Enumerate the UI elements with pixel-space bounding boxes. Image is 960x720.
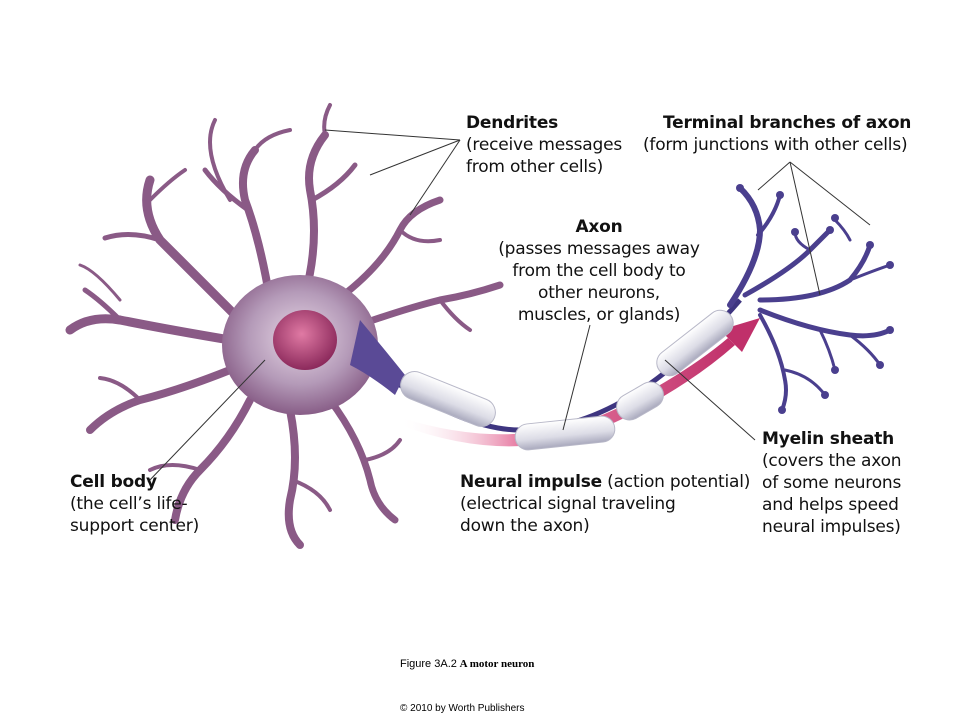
figure-number: Figure 3A.2 xyxy=(400,658,457,670)
dendrites-label: Dendrites (receive messages from other c… xyxy=(466,112,622,178)
copyright: © 2010 by Worth Publishers xyxy=(400,703,525,714)
cell-body-desc-1: (the cell’s life- xyxy=(70,494,188,514)
figure-title: A motor neuron xyxy=(459,658,535,670)
dendrites-title: Dendrites xyxy=(466,113,559,133)
cell-body-label: Cell body (the cell’s life- support cent… xyxy=(70,471,199,537)
terminal-branches-label: Terminal branches of axon (form junction… xyxy=(643,112,912,156)
axon-title: Axon xyxy=(575,217,623,237)
figure-caption: Figure 3A.2 A motor neuron xyxy=(400,658,534,670)
axon-label: Axon (passes messages away from the cell… xyxy=(494,216,704,326)
terminal-desc-1: (form junctions with other cells) xyxy=(643,135,908,155)
axon-desc-1: (passes messages away xyxy=(498,239,700,259)
impulse-arrowhead xyxy=(720,318,760,352)
myelin-desc-1: (covers the axon xyxy=(762,451,902,471)
neural-impulse-title: Neural impulse xyxy=(460,472,602,492)
terminal-buttons xyxy=(736,184,894,414)
axon-desc-2: from the cell body to xyxy=(512,261,686,281)
neural-impulse-desc-2: down the axon) xyxy=(460,516,590,536)
neural-impulse-label: Neural impulse (action potential) (elect… xyxy=(460,471,750,537)
axon-desc-4: muscles, or glands) xyxy=(517,305,681,325)
dendrites xyxy=(65,103,504,549)
myelin-title: Myelin sheath xyxy=(762,429,895,449)
neural-impulse-desc-1: (electrical signal traveling xyxy=(460,494,676,514)
terminal-title: Terminal branches of axon xyxy=(663,113,912,133)
leader-lines xyxy=(147,129,871,483)
axon-terminal-branches xyxy=(727,185,893,412)
axon-hillock xyxy=(350,320,405,395)
axon-desc-3: other neurons, xyxy=(538,283,660,303)
cell-body-title: Cell body xyxy=(70,472,157,492)
dendrites-desc-1: (receive messages xyxy=(466,135,623,155)
neural-impulse-title-suffix: (action potential) xyxy=(601,472,751,492)
impulse-arrow xyxy=(400,338,735,447)
myelin-desc-2: of some neurons xyxy=(762,473,902,493)
dendrites-desc-2: from other cells) xyxy=(466,157,603,177)
myelin-desc-4: neural impulses) xyxy=(762,517,901,537)
nucleus xyxy=(273,310,337,370)
myelin-segments xyxy=(400,309,734,451)
myelin-sheath-label: Myelin sheath (covers the axon of some n… xyxy=(762,428,902,538)
cell-body-desc-2: support center) xyxy=(70,516,199,536)
myelin-desc-3: and helps speed xyxy=(762,495,899,515)
